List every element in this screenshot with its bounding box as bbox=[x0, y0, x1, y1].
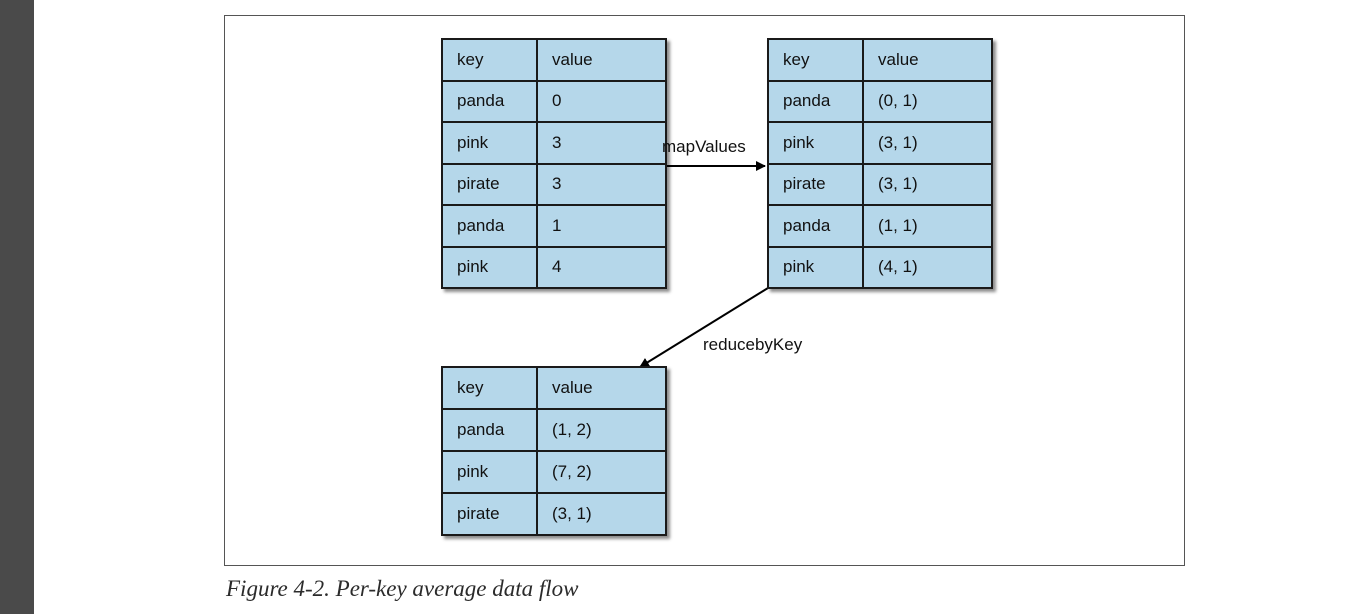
table-row: pink(4, 1) bbox=[767, 245, 993, 289]
table-row: pirate(3, 1) bbox=[441, 492, 667, 536]
edge-label-mapvalues: mapValues bbox=[662, 137, 746, 156]
value-cell: 4 bbox=[536, 245, 667, 289]
header-key-cell: key bbox=[767, 38, 864, 82]
header-value-cell: value bbox=[536, 38, 667, 82]
value-cell: (4, 1) bbox=[862, 245, 993, 289]
key-cell: panda bbox=[441, 204, 538, 248]
value-cell: (1, 1) bbox=[862, 204, 993, 248]
key-cell: pink bbox=[441, 245, 538, 289]
value-cell: 3 bbox=[536, 162, 667, 206]
key-cell: pirate bbox=[767, 162, 864, 206]
key-cell: panda bbox=[441, 79, 538, 123]
figure-caption: Figure 4-2. Per-key average data flow bbox=[226, 576, 579, 601]
header-key-cell: key bbox=[441, 366, 538, 410]
key-cell: pink bbox=[441, 121, 538, 165]
value-cell: (1, 2) bbox=[536, 408, 667, 452]
page-side-bar bbox=[0, 0, 34, 614]
header-value-cell: value bbox=[536, 366, 667, 410]
value-cell: 1 bbox=[536, 204, 667, 248]
key-cell: pink bbox=[441, 450, 538, 494]
value-cell: (7, 2) bbox=[536, 450, 667, 494]
value-cell: 3 bbox=[536, 121, 667, 165]
value-cell: 0 bbox=[536, 79, 667, 123]
key-cell: pink bbox=[767, 245, 864, 289]
value-cell: (3, 1) bbox=[536, 492, 667, 536]
header-key-cell: key bbox=[441, 38, 538, 82]
table-row: panda(0, 1) bbox=[767, 79, 993, 123]
table-row: panda(1, 1) bbox=[767, 204, 993, 248]
table-row: pink(3, 1) bbox=[767, 121, 993, 165]
key-cell: pirate bbox=[441, 162, 538, 206]
table-row: pink(7, 2) bbox=[441, 450, 667, 494]
key-cell: pirate bbox=[441, 492, 538, 536]
header-value-cell: value bbox=[862, 38, 993, 82]
key-cell: pink bbox=[767, 121, 864, 165]
key-cell: panda bbox=[767, 79, 864, 123]
key-cell: panda bbox=[767, 204, 864, 248]
value-cell: (0, 1) bbox=[862, 79, 993, 123]
table-row: panda(1, 2) bbox=[441, 408, 667, 452]
value-cell: (3, 1) bbox=[862, 121, 993, 165]
figure-frame bbox=[224, 15, 1185, 566]
key-cell: panda bbox=[441, 408, 538, 452]
value-cell: (3, 1) bbox=[862, 162, 993, 206]
table-row: pirate(3, 1) bbox=[767, 162, 993, 206]
edge-label-reducebykey: reducebyKey bbox=[703, 335, 803, 354]
